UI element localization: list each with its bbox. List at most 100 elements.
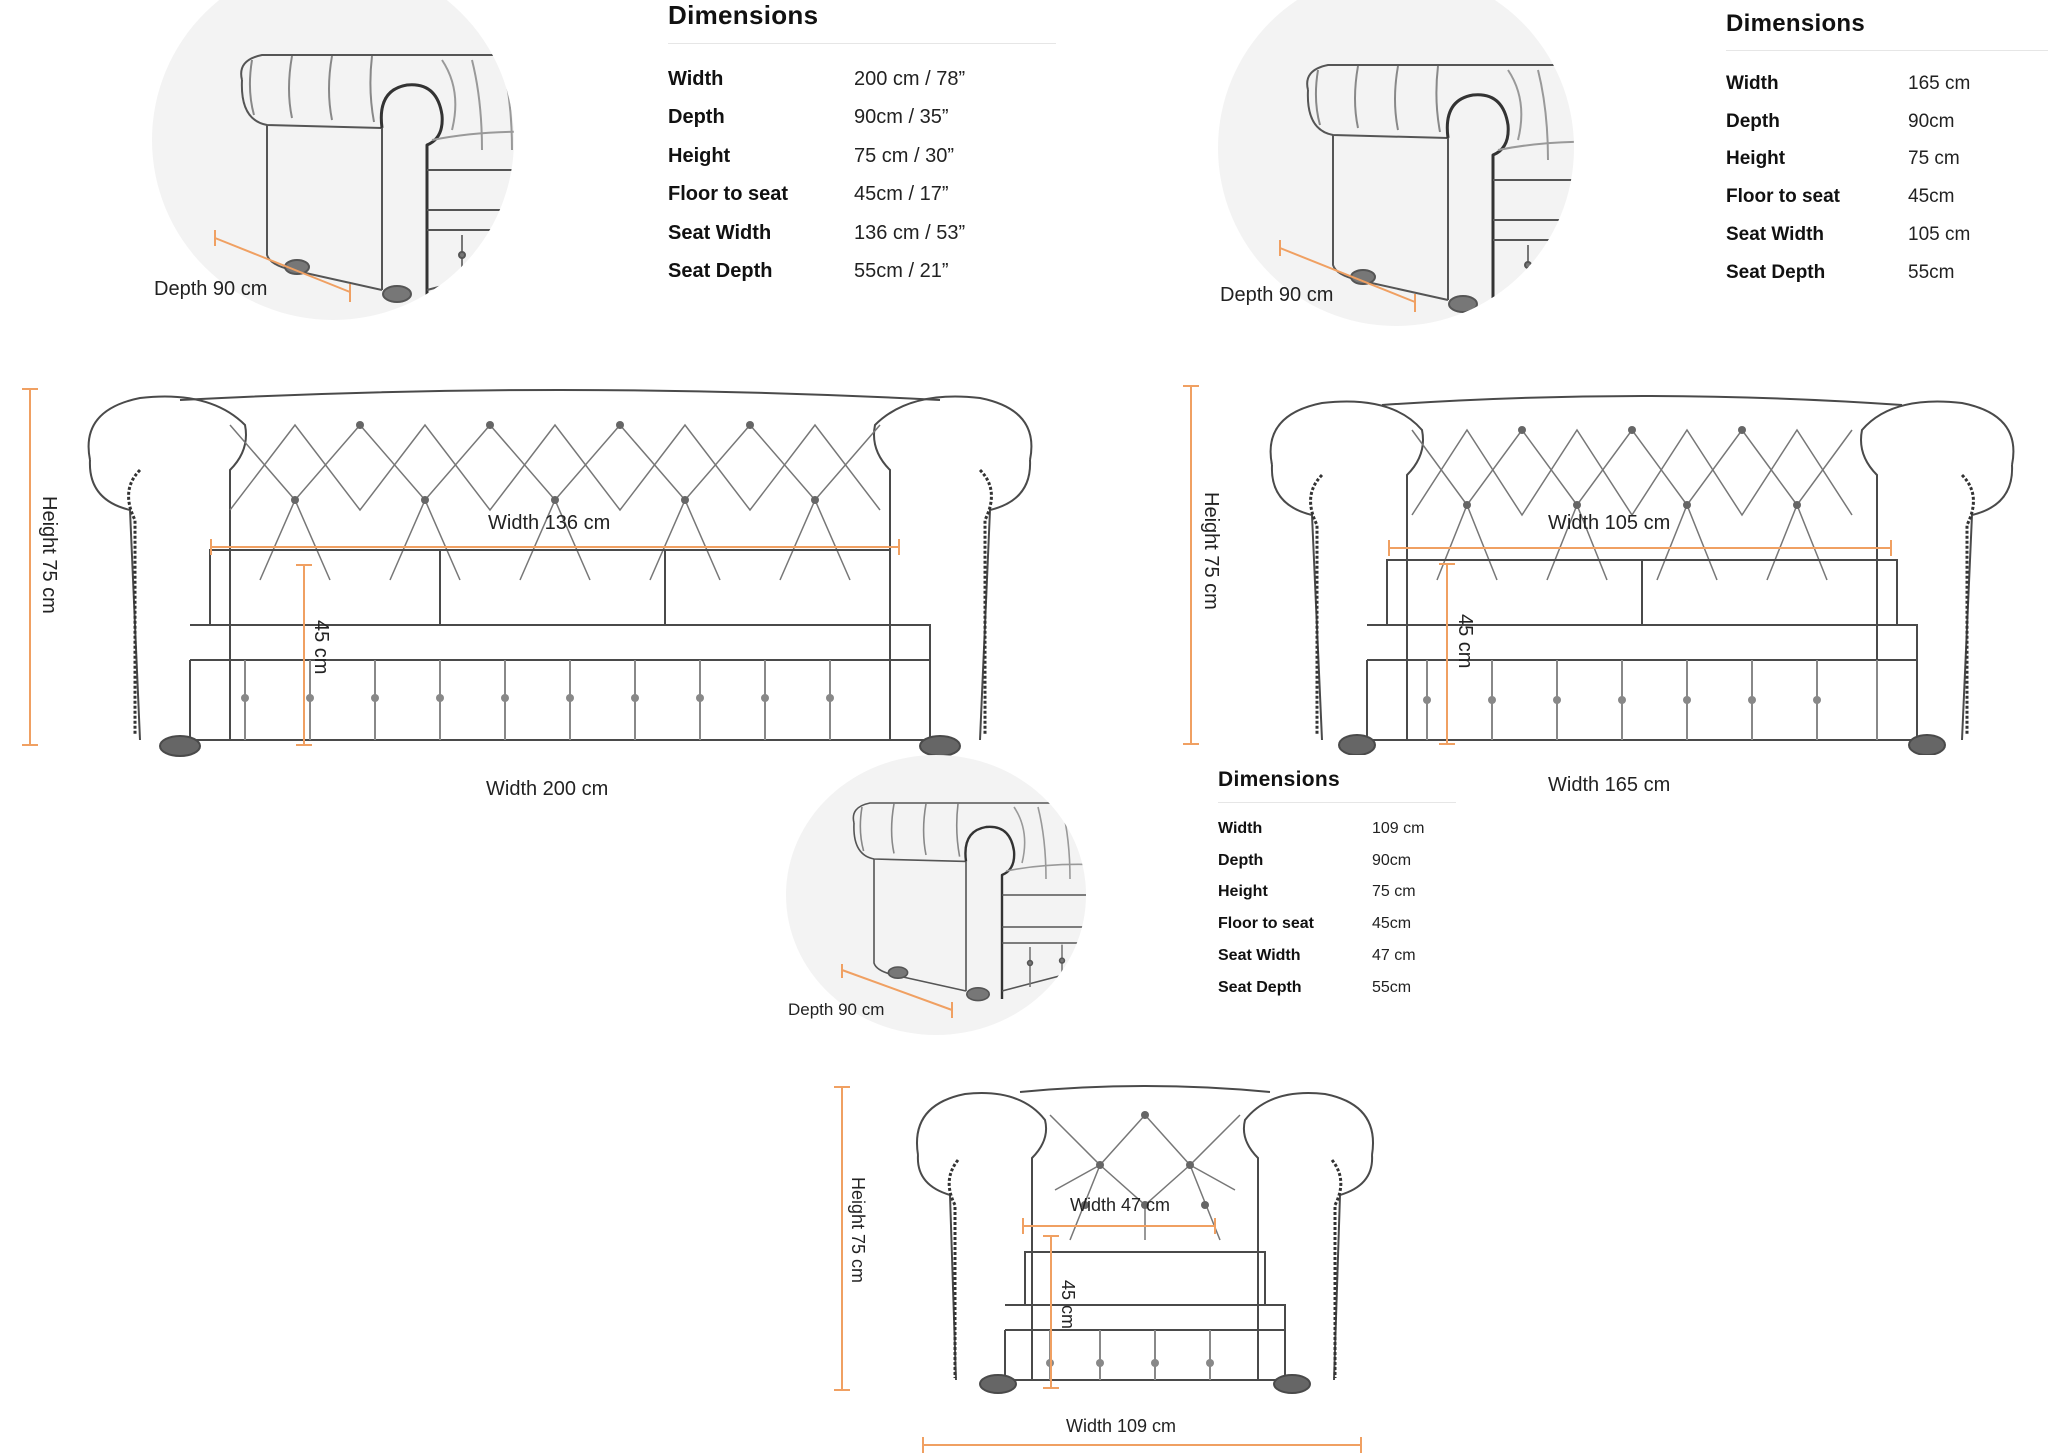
spec-row: Height 75 cm (1218, 877, 1424, 909)
spec-value: 90cm (1372, 851, 1412, 869)
spec-row: Width 109 cm (1218, 813, 1424, 845)
height-dimension-line (834, 1086, 850, 1391)
dimensions-title: Dimensions (1726, 10, 1866, 37)
armchair-front-sketch-icon (916, 1085, 1374, 1394)
floor-to-seat-label: 45 cm (1058, 1280, 1078, 1330)
spec-row: Seat Width 136 cm / 53” (668, 214, 965, 253)
overall-width-label: Width 200 cm (486, 778, 609, 800)
height-label: Height 75 cm (1200, 492, 1222, 610)
spec-label: Seat Depth (1726, 261, 1826, 283)
spec-row: Seat Depth 55cm / 21” (668, 253, 965, 292)
depth-dimension-line (841, 964, 953, 1018)
dimensions-table-3-seater: Dimensions Width 200 cm / 78” Depth 90cm /… (668, 0, 1056, 291)
spec-value: 75 cm (1908, 148, 1960, 170)
spec-row: Width 165 cm (1726, 65, 1970, 103)
spec-label: Floor to seat (1726, 186, 1841, 208)
spec-value: 47 cm (1372, 947, 1416, 965)
spec-value: 109 cm (1372, 819, 1425, 837)
floor-to-seat-dimension-line (1439, 563, 1455, 745)
spec-label: Height (1726, 148, 1786, 170)
spec-label: Height (1218, 883, 1268, 901)
spec-row: Seat Depth 55cm (1726, 254, 1970, 292)
spec-value: 90cm / 35” (854, 106, 949, 129)
height-label: Height 75 cm (848, 1177, 868, 1284)
sofa-front-sketch-icon (87, 389, 1033, 757)
spec-row: Seat Width 47 cm (1218, 940, 1424, 972)
sofa-front-sketch-icon (1269, 395, 2015, 755)
dimensions-table-2-seater: Dimensions Width 165 cm Depth 90cm Height 7… (1726, 10, 2048, 292)
spec-value: 45cm / 17” (854, 183, 949, 206)
spec-label: Floor to seat (668, 183, 789, 206)
spec-label: Depth (668, 106, 725, 129)
spec-value: 55cm / 21” (854, 260, 949, 283)
spec-row: Floor to seat 45cm / 17” (668, 176, 965, 215)
depth-dimension-line (1279, 240, 1416, 312)
spec-row: Seat Depth 55cm (1218, 972, 1424, 1004)
spec-label: Height (668, 144, 731, 167)
spec-row: Height 75 cm / 30” (668, 137, 965, 176)
spec-row: Depth 90cm (1726, 103, 1970, 141)
spec-label: Seat Width (668, 221, 772, 244)
spec-row: Floor to seat 45cm (1218, 908, 1424, 940)
spec-value: 55cm (1372, 978, 1412, 996)
spec-row: Depth 90cm (1218, 845, 1424, 877)
spec-row: Width 200 cm / 78” (668, 60, 965, 99)
seat-width-label: Width 47 cm (1070, 1195, 1171, 1215)
spec-label: Seat Depth (1218, 978, 1302, 996)
spec-value: 75 cm (1372, 883, 1416, 901)
overall-width-dimension-line (922, 1437, 1362, 1453)
seat-width-dimension-line (1388, 540, 1892, 556)
divider (1726, 50, 2048, 51)
spec-label: Seat Width (1218, 947, 1301, 965)
spec-label: Seat Depth (668, 260, 773, 283)
height-dimension-line (22, 388, 38, 746)
depth-label: Depth 90 cm (154, 278, 268, 300)
dimensions-title: Dimensions (1218, 768, 1341, 791)
overall-width-label: Width 109 cm (1066, 1416, 1177, 1436)
spec-label: Width (1218, 819, 1263, 837)
overall-width-label: Width 165 cm (1548, 774, 1671, 796)
floor-to-seat-label: 45 cm (310, 620, 332, 675)
spec-label: Depth (1726, 110, 1780, 132)
spec-value: 90cm (1908, 110, 1955, 132)
spec-label: Seat Width (1726, 224, 1824, 246)
depth-view-3-seater (152, 0, 514, 320)
height-dimension-line (1183, 385, 1199, 745)
spec-label: Floor to seat (1218, 915, 1315, 933)
dimensions-title: Dimensions (668, 0, 819, 30)
spec-value: 45cm (1372, 915, 1412, 933)
depth-label: Depth 90 cm (788, 1000, 885, 1019)
floor-to-seat-dimension-line (1043, 1235, 1059, 1389)
height-label: Height 75 cm (38, 496, 60, 614)
floor-to-seat-dimension-line (296, 564, 312, 746)
spec-value: 165 cm (1908, 72, 1971, 94)
seat-width-label: Width 136 cm (488, 512, 611, 534)
depth-dimension-line (214, 230, 351, 302)
sofa-2-seater-front-sketch (1262, 385, 2022, 755)
armchair-front-sketch (910, 1080, 1380, 1395)
depth-label: Depth 90 cm (1220, 284, 1334, 306)
seat-width-dimension-line (1022, 1218, 1216, 1234)
divider (1218, 802, 1456, 803)
divider (668, 43, 1056, 44)
spec-row: Seat Width 105 cm (1726, 216, 1970, 254)
sofa-3-seater-front-sketch (80, 380, 1040, 760)
spec-row: Depth 90cm / 35” (668, 99, 965, 138)
depth-view-armchair (786, 755, 1086, 1035)
depth-view-2-seater (1218, 0, 1574, 326)
spec-label: Depth (1218, 851, 1264, 869)
spec-value: 45cm (1908, 186, 1955, 208)
spec-row: Height 75 cm (1726, 141, 1970, 179)
spec-label: Width (668, 67, 724, 90)
spec-value: 75 cm / 30” (854, 144, 955, 167)
spec-value: 55cm (1908, 261, 1955, 283)
spec-value: 136 cm / 53” (854, 221, 966, 244)
floor-to-seat-label: 45 cm (1454, 614, 1476, 669)
spec-label: Width (1726, 72, 1779, 94)
seat-width-dimension-line (210, 539, 900, 555)
spec-value: 200 cm / 78” (854, 67, 966, 90)
spec-value: 105 cm (1908, 224, 1971, 246)
dimensions-table-armchair: Dimensions Width 109 cm Depth 90cm Height 7… (1218, 768, 1456, 1004)
seat-width-label: Width 105 cm (1548, 512, 1671, 534)
spec-row: Floor to seat 45cm (1726, 178, 1970, 216)
